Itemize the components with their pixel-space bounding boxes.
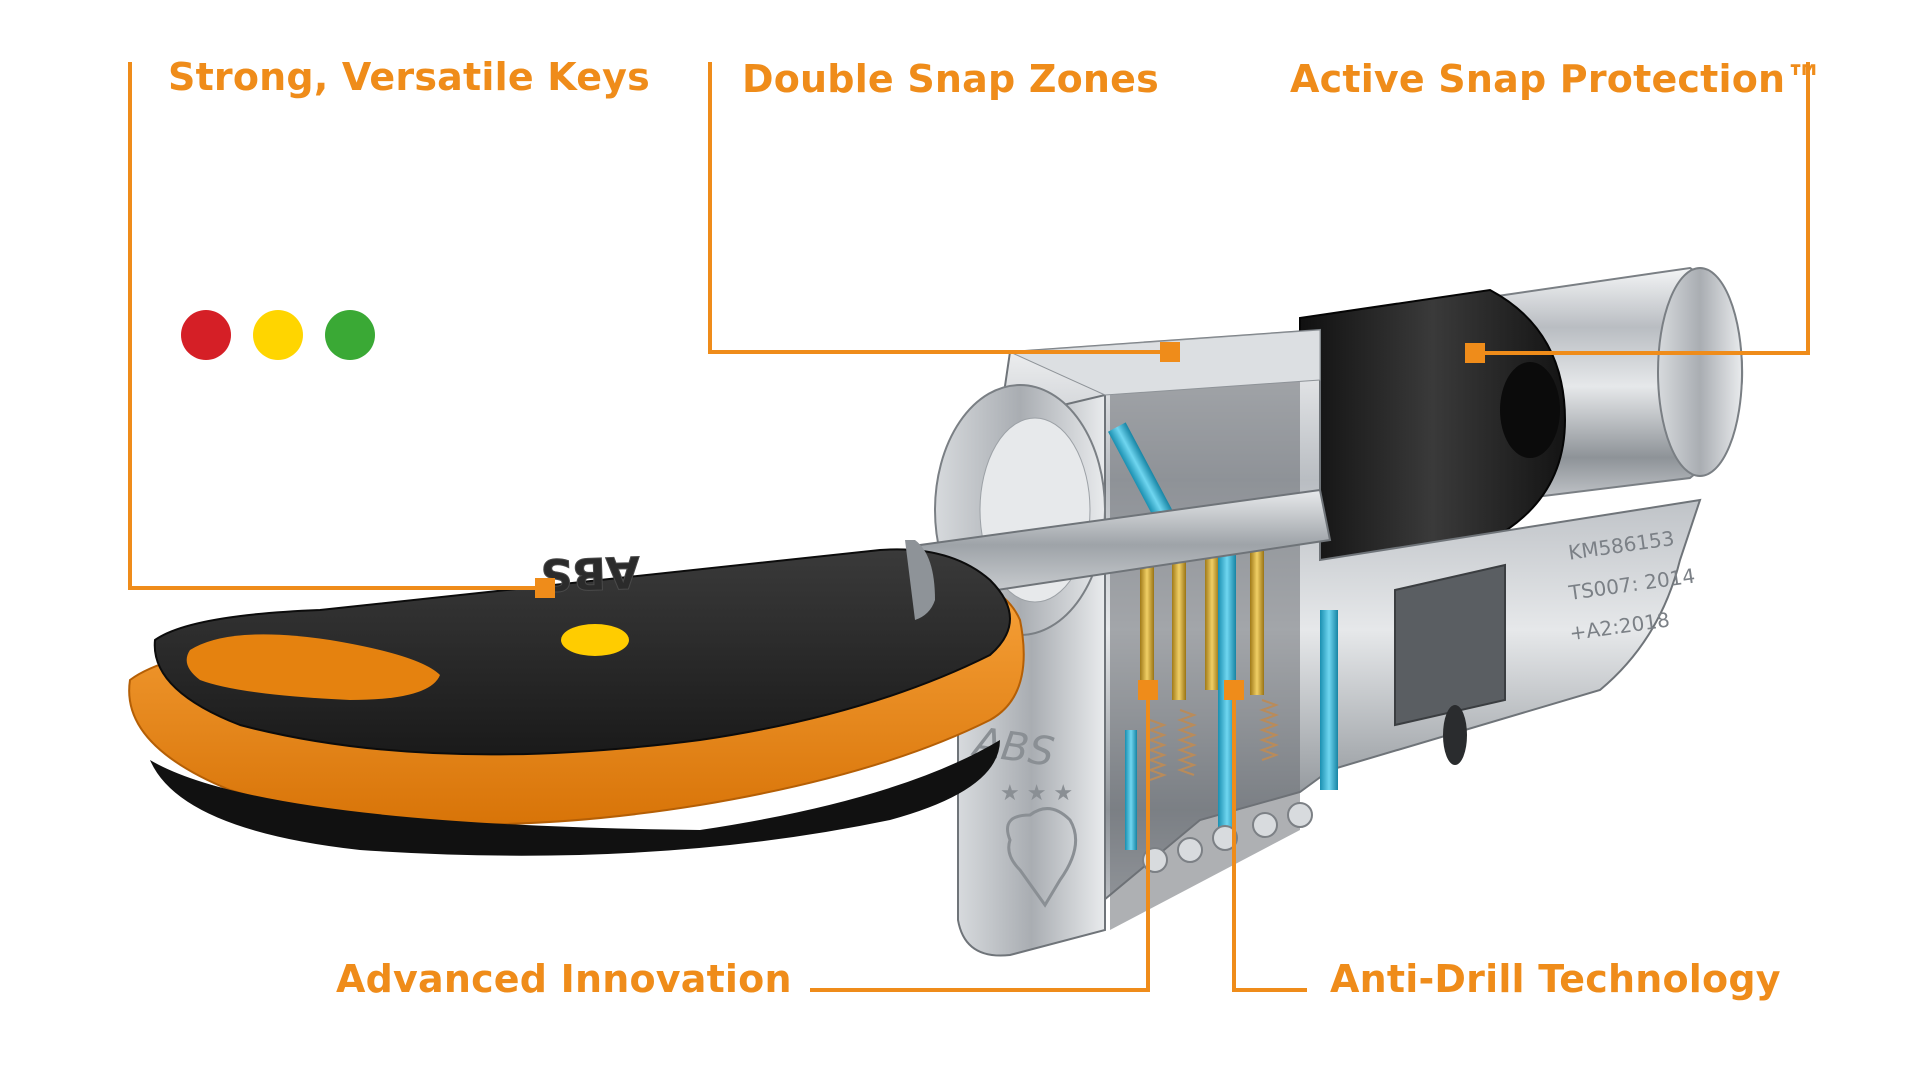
- active-snap-anchor: [1465, 343, 1485, 363]
- brass-pins: [1140, 535, 1264, 700]
- callout-anchors: [535, 342, 1485, 700]
- anti-drill-leader: [1232, 690, 1307, 992]
- callout-lines: [128, 62, 1810, 992]
- lock-cylinder: KM586153 TS007: 2014 +A2:2018: [934, 266, 1744, 957]
- red-indicator-dot: [181, 310, 231, 360]
- strong-keys-anchor: [535, 578, 555, 598]
- key-brand-emboss: ABS: [540, 546, 641, 600]
- active-snap-leader: [1475, 62, 1810, 355]
- advanced-innovation-label: Advanced Innovation: [336, 957, 792, 1001]
- active-snap-protection-label: Active Snap Protection™: [1290, 57, 1824, 101]
- strong-keys-leader: [128, 62, 545, 590]
- double-snap-leader: [708, 62, 1170, 354]
- anti-drill-pins: [1108, 422, 1338, 850]
- advanced-innovation-leader: [810, 690, 1150, 992]
- advanced-innovation-anchor: [1138, 680, 1158, 700]
- key: ABS: [128, 488, 1332, 856]
- double-snap-anchor: [1160, 342, 1180, 362]
- green-indicator-dot: [325, 310, 375, 360]
- indicator-dots: [181, 310, 375, 360]
- kitemark-icon: [1006, 807, 1078, 908]
- yellow-indicator-dot: [253, 310, 303, 360]
- anti-drill-technology-label: Anti-Drill Technology: [1330, 957, 1781, 1001]
- star-rating-engraving: ★ ★ ★: [1000, 781, 1073, 806]
- strong-versatile-keys-label: Strong, Versatile Keys: [168, 55, 650, 99]
- double-snap-zones-label: Double Snap Zones: [742, 57, 1159, 101]
- anti-drill-anchor: [1224, 680, 1244, 700]
